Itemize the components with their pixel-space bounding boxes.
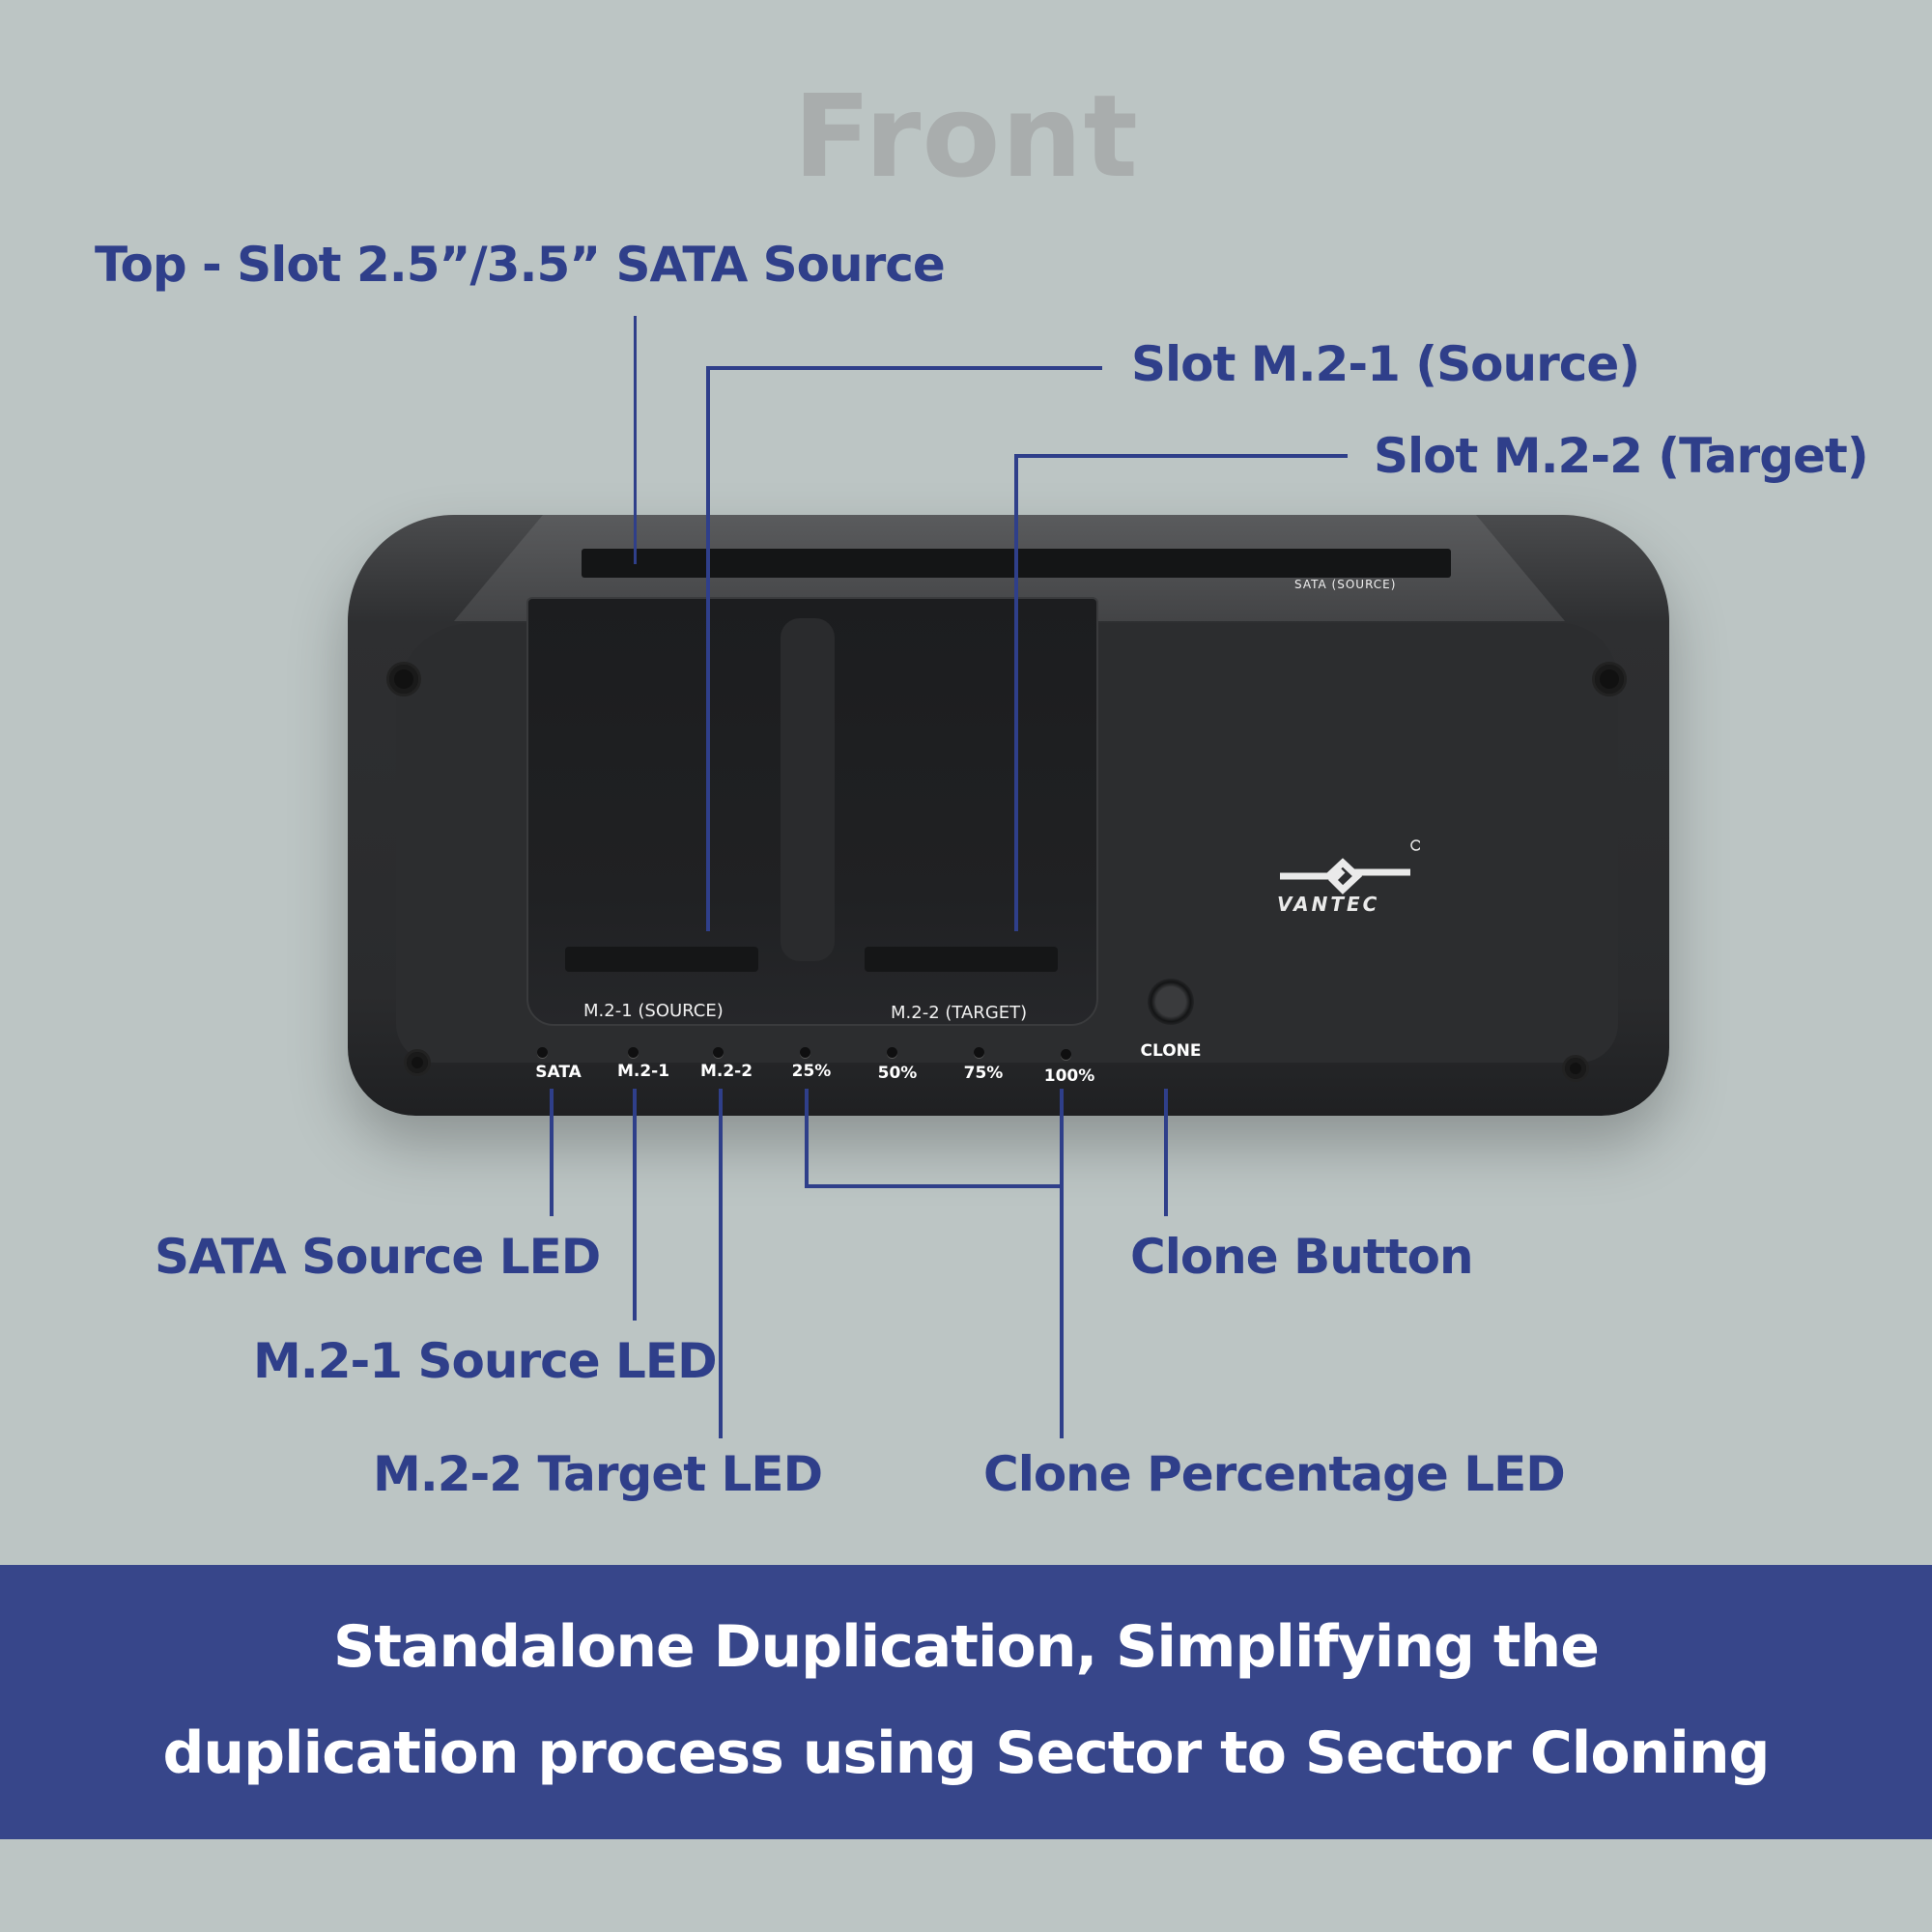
callout-sata-led: SATA Source LED (155, 1229, 601, 1285)
led-25 (800, 1047, 810, 1058)
callout-slot-m2-2: Slot M.2-2 (Target) (1374, 428, 1869, 484)
m2-2-device-label: M.2-2 (TARGET) (891, 1003, 1028, 1023)
leader-line (1014, 454, 1018, 931)
callout-slot-m2-1: Slot M.2-1 (Source) (1131, 336, 1640, 392)
leader-line (805, 1184, 1064, 1188)
leader-line (706, 366, 1102, 370)
leader-line (706, 366, 710, 931)
led-50 (887, 1047, 897, 1058)
clone-button[interactable] (1148, 979, 1194, 1025)
leader-line (805, 1089, 809, 1188)
callout-m2-2-led: M.2-2 Target LED (373, 1446, 823, 1502)
screw-icon (386, 662, 421, 696)
brand-name: VANTEC (1277, 893, 1380, 916)
top-slot-label: SATA (SOURCE) (1294, 578, 1397, 591)
led-label: 25% (791, 1062, 832, 1081)
m2-2-slot (865, 947, 1058, 972)
callout-m2-1-led: M.2-1 Source LED (253, 1333, 718, 1389)
leader-line (633, 1089, 637, 1321)
leader-line (719, 1089, 723, 1438)
m2-1-device-label: M.2-1 (SOURCE) (583, 1001, 724, 1021)
led-75 (974, 1047, 984, 1058)
leader-line (1164, 1089, 1168, 1216)
led-label: 100% (1043, 1066, 1095, 1086)
screw-icon (1592, 662, 1627, 696)
callout-clone-pct-led: Clone Percentage LED (983, 1446, 1566, 1502)
vantec-logo-icon (1280, 839, 1420, 895)
leader-line (1014, 454, 1348, 458)
m2-1-slot (565, 947, 758, 972)
m2-divider (781, 618, 835, 961)
screw-icon (1562, 1055, 1589, 1082)
screw-icon (404, 1049, 431, 1076)
clone-device-label: CLONE (1140, 1041, 1202, 1061)
banner-line-2: duplication process using Sector to Sect… (162, 1719, 1770, 1787)
led-label: 75% (963, 1064, 1004, 1083)
led-label: M.2-2 (699, 1062, 753, 1081)
sata-led (537, 1047, 548, 1058)
banner-line-1: Standalone Duplication, Simplifying the (333, 1613, 1600, 1681)
m2-1-led (628, 1047, 639, 1058)
bottom-banner (0, 1565, 1932, 1839)
leader-line (634, 316, 637, 564)
led-label: 50% (877, 1064, 918, 1083)
leader-line (550, 1089, 554, 1216)
led-100 (1061, 1049, 1071, 1060)
led-label: SATA (535, 1063, 582, 1082)
callout-clone-button: Clone Button (1130, 1229, 1474, 1285)
leader-line (1060, 1089, 1064, 1438)
page-title: Front (793, 70, 1139, 203)
led-label: M.2-1 (616, 1062, 670, 1081)
m2-2-led (713, 1047, 724, 1058)
callout-top-slot: Top - Slot 2.5”/3.5” SATA Source (95, 237, 946, 293)
